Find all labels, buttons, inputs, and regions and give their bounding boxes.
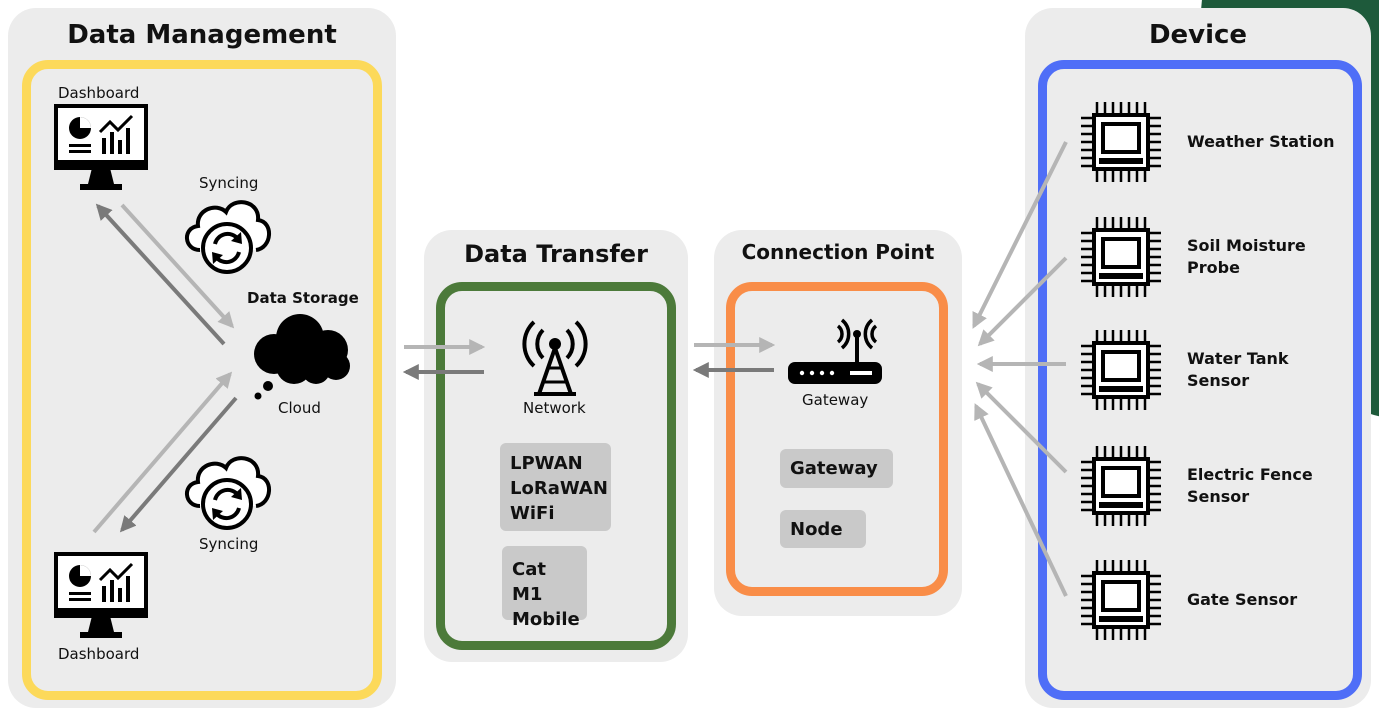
gateway-router-icon	[788, 318, 882, 384]
device-label: Weather Station	[1187, 131, 1335, 153]
dashboard-top-icon	[54, 104, 148, 190]
device-label-line: Weather Station	[1187, 132, 1335, 151]
data-transfer-frame	[436, 282, 676, 650]
dashboard-bottom-label: Dashboard	[58, 645, 140, 663]
device-frame	[1038, 60, 1362, 700]
connection-point-title: Connection Point	[741, 240, 935, 264]
mobile-tag: Cat M1 Mobile	[502, 546, 587, 630]
syncing-top-icon	[185, 200, 271, 274]
syncing-top-label: Syncing	[199, 174, 259, 192]
syncing-bottom-icon	[185, 456, 271, 530]
mobile-cat-m1: Cat M1	[512, 559, 546, 605]
connection-point-frame	[726, 282, 948, 596]
network-label: Network	[523, 399, 586, 417]
chip-icon	[1079, 328, 1163, 412]
network-tower-icon	[522, 320, 588, 396]
gateway-tag: Gateway	[780, 449, 893, 488]
chip-icon	[1079, 215, 1163, 299]
node-tag: Node	[780, 510, 866, 548]
dashboard-top-label: Dashboard	[58, 84, 140, 102]
data-management-title: Data Management	[67, 20, 337, 50]
device-label-line: Electric Fence	[1187, 465, 1313, 484]
device-label-line: Sensor	[1187, 371, 1250, 390]
mobile-label: Mobile	[512, 609, 580, 630]
dashboard-bottom-icon	[54, 552, 148, 638]
data-management-frame	[22, 60, 382, 700]
device-label-line: Gate Sensor	[1187, 590, 1298, 609]
protocols-tag: LPWAN LoRaWAN WiFi	[500, 443, 611, 531]
cloud-label: Cloud	[278, 399, 321, 417]
cloud-icon	[254, 314, 350, 400]
protocol-wifi: WiFi	[510, 503, 555, 524]
device-label-line: Water Tank	[1187, 349, 1289, 368]
gateway-icon-label: Gateway	[802, 391, 869, 409]
syncing-bottom-label: Syncing	[199, 535, 259, 553]
connection-point-panel: Connection Point	[714, 230, 962, 616]
chip-icon	[1079, 100, 1163, 184]
device-label-line: Probe	[1187, 258, 1240, 277]
device-title: Device	[1148, 20, 1248, 50]
protocol-lorawan: LoRaWAN	[510, 478, 608, 499]
chip-icon	[1079, 558, 1163, 642]
device-label: Gate Sensor	[1187, 589, 1297, 611]
data-storage-label: Data Storage	[247, 289, 359, 307]
chip-icon	[1079, 444, 1163, 528]
data-transfer-title: Data Transfer	[464, 240, 648, 268]
protocol-lpwan: LPWAN	[510, 453, 583, 474]
device-label-line: Sensor	[1187, 487, 1250, 506]
device-label-line: Soil Moisture	[1187, 236, 1306, 255]
